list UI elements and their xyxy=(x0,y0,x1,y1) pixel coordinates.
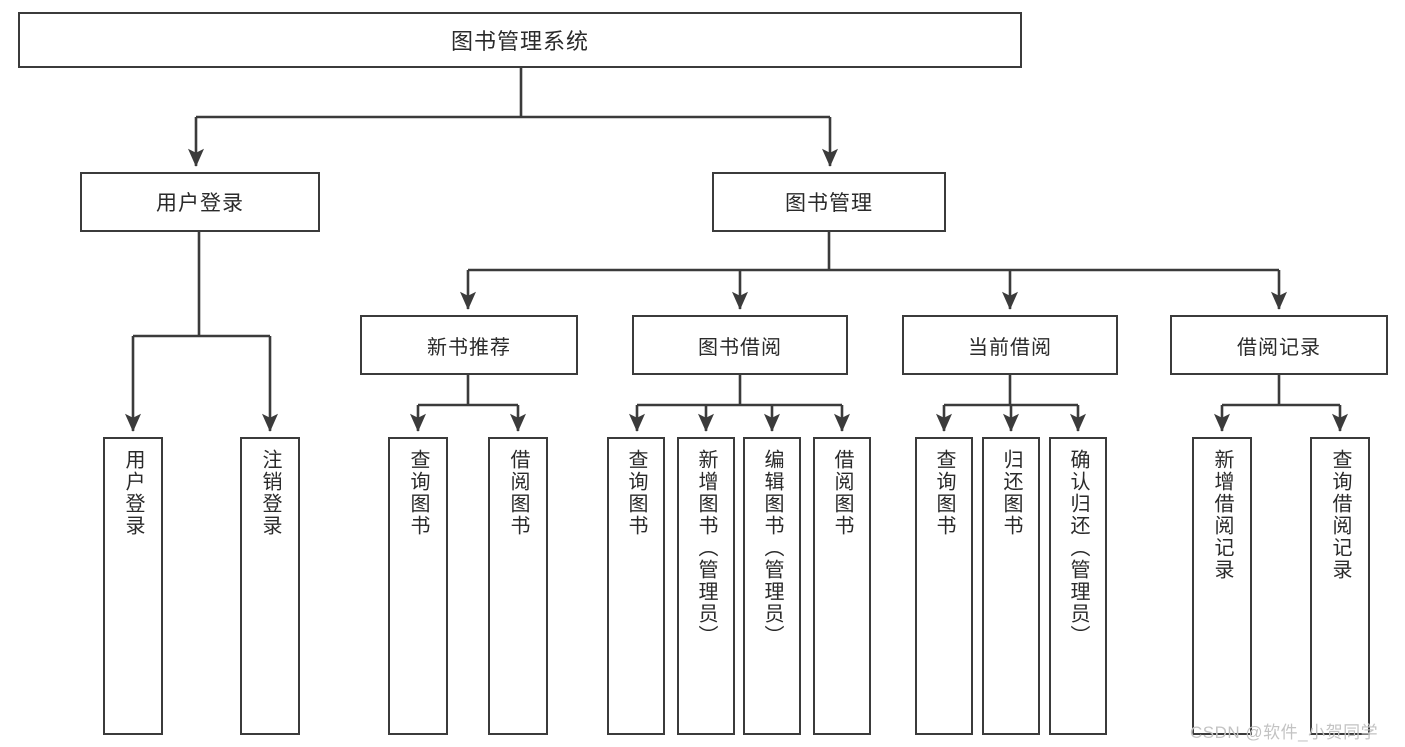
leaf-borrow-edit-book[interactable]: 编辑图书（管理员） xyxy=(743,437,801,735)
leaf-current-confirm-return-label: 确认归还（管理员） xyxy=(1067,449,1089,647)
node-book-borrow[interactable]: 图书借阅 xyxy=(632,315,848,375)
leaf-current-query[interactable]: 查询图书 xyxy=(915,437,973,735)
leaf-borrow-borrow-book-label: 借阅图书 xyxy=(831,449,853,537)
node-book-manage-label: 图书管理 xyxy=(785,192,873,215)
leaf-borrow-add-book-label: 新增图书（管理员） xyxy=(695,449,717,647)
leaf-record-query-label: 查询借阅记录 xyxy=(1329,449,1351,581)
leaf-user-login-login[interactable]: 用户登录 xyxy=(103,437,163,735)
leaf-user-login-logout-label: 注销登录 xyxy=(259,449,281,537)
leaf-current-confirm-return[interactable]: 确认归还（管理员） xyxy=(1049,437,1107,735)
leaf-user-login-login-label: 用户登录 xyxy=(122,449,144,537)
leaf-current-return[interactable]: 归还图书 xyxy=(982,437,1040,735)
leaf-borrow-add-book[interactable]: 新增图书（管理员） xyxy=(677,437,735,735)
leaf-user-login-logout[interactable]: 注销登录 xyxy=(240,437,300,735)
leaf-new-book-query[interactable]: 查询图书 xyxy=(388,437,448,735)
node-user-login[interactable]: 用户登录 xyxy=(80,172,320,232)
node-new-book-recommend-label: 新书推荐 xyxy=(427,336,511,359)
leaf-record-add-label: 新增借阅记录 xyxy=(1211,449,1233,581)
node-borrow-record-label: 借阅记录 xyxy=(1237,336,1321,359)
leaf-record-query[interactable]: 查询借阅记录 xyxy=(1310,437,1370,735)
leaf-borrow-edit-book-label: 编辑图书（管理员） xyxy=(761,449,783,647)
watermark: CSDN @软件_小贺同学 xyxy=(1190,723,1379,742)
node-borrow-record[interactable]: 借阅记录 xyxy=(1170,315,1388,375)
leaf-borrow-query-label: 查询图书 xyxy=(625,449,647,537)
leaf-borrow-query[interactable]: 查询图书 xyxy=(607,437,665,735)
node-current-borrow-label: 当前借阅 xyxy=(968,336,1052,359)
leaf-record-add[interactable]: 新增借阅记录 xyxy=(1192,437,1252,735)
node-user-login-label: 用户登录 xyxy=(156,192,244,215)
leaf-new-book-borrow[interactable]: 借阅图书 xyxy=(488,437,548,735)
node-root-system-label: 图书管理系统 xyxy=(450,29,589,54)
node-new-book-recommend[interactable]: 新书推荐 xyxy=(360,315,578,375)
node-book-borrow-label: 图书借阅 xyxy=(698,336,782,359)
node-root-system[interactable]: 图书管理系统 xyxy=(18,12,1022,68)
leaf-new-book-borrow-label: 借阅图书 xyxy=(507,449,529,537)
node-current-borrow[interactable]: 当前借阅 xyxy=(902,315,1118,375)
leaf-new-book-query-label: 查询图书 xyxy=(407,449,429,537)
node-book-manage[interactable]: 图书管理 xyxy=(712,172,946,232)
leaf-current-query-label: 查询图书 xyxy=(933,449,955,537)
leaf-current-return-label: 归还图书 xyxy=(1000,449,1022,537)
leaf-borrow-borrow-book[interactable]: 借阅图书 xyxy=(813,437,871,735)
